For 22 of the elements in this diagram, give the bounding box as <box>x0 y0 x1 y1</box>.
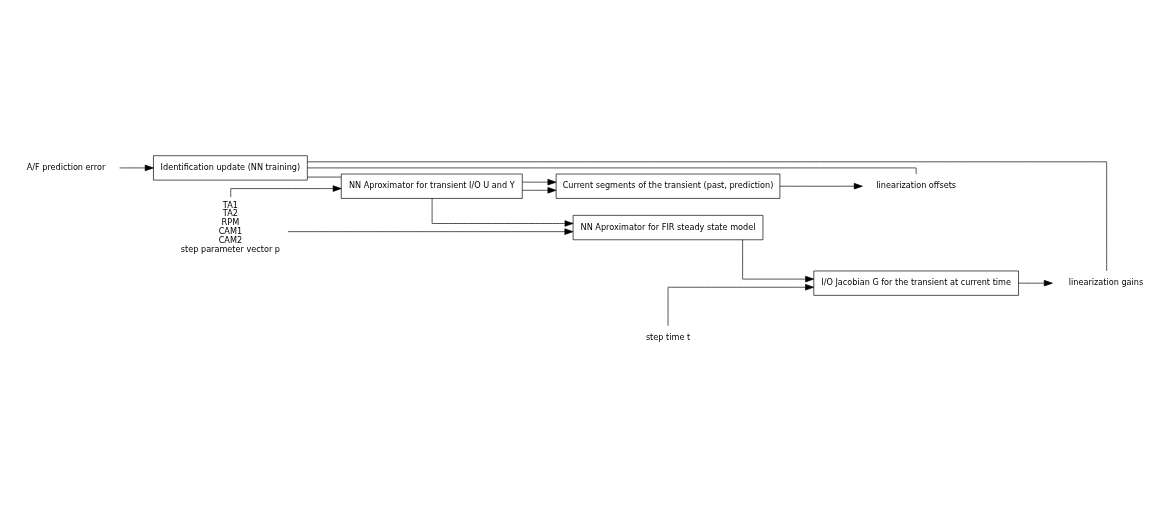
arrow <box>742 239 815 283</box>
node-text: linearization gains <box>1068 277 1144 288</box>
node-box: Identification update (NN training) <box>153 155 308 181</box>
node-box: NN Aproximator for FIR steady state model <box>572 215 764 241</box>
node-text: linearization offsets <box>876 180 957 191</box>
connector <box>307 176 342 178</box>
connector <box>307 161 1107 272</box>
arrow <box>522 178 557 186</box>
arrow <box>1018 280 1053 287</box>
node-text: A/F prediction error <box>26 162 106 173</box>
node-box: Current segments of the transient (past, prediction) <box>555 173 781 199</box>
arrow <box>119 164 154 172</box>
node-box: NN Aproximator for transient I/O U and Y <box>340 173 523 199</box>
node-text: step time t <box>645 332 691 343</box>
connector <box>307 167 917 175</box>
node-text: TA1 TA2 RPM CAM1 CAM2 step parameter vector p <box>180 199 280 254</box>
arrow <box>667 284 814 327</box>
node-box: I/O Jacobian G for the transient at current time <box>813 270 1019 296</box>
arrow <box>522 187 557 194</box>
arrow <box>431 198 574 227</box>
arrow <box>287 228 574 235</box>
arrow <box>779 183 863 190</box>
